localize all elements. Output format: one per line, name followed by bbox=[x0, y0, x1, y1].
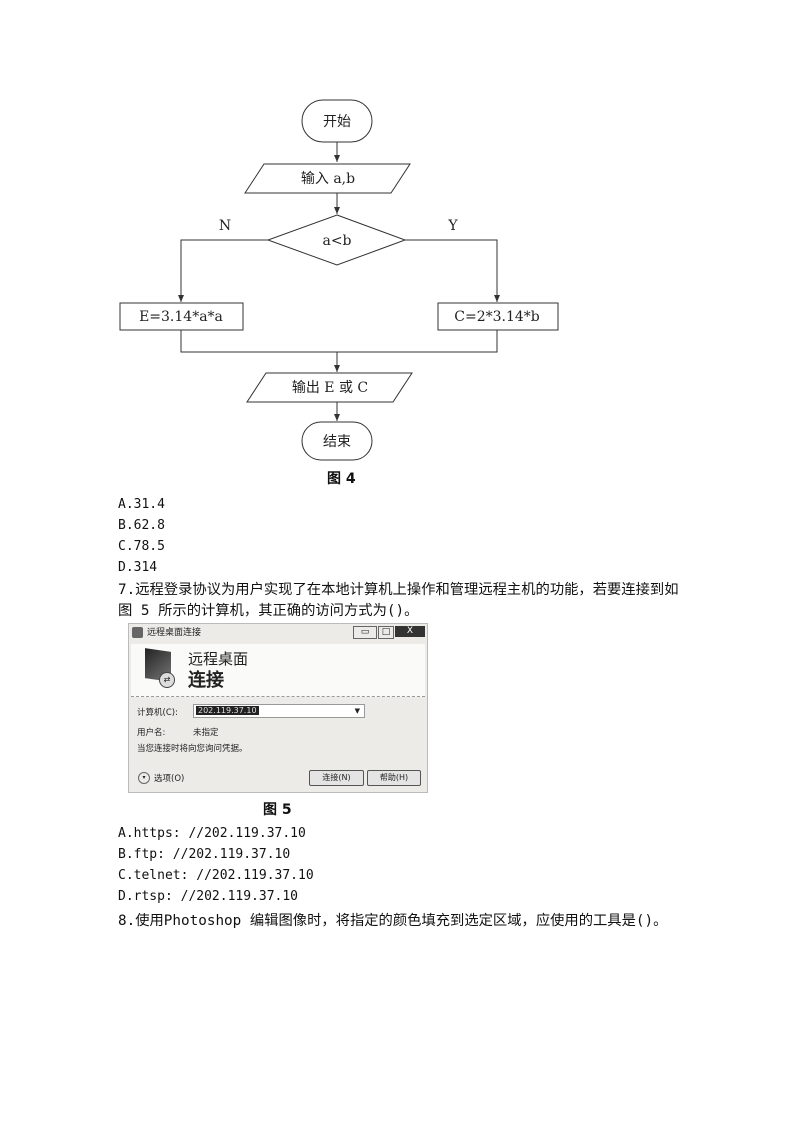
window-title: 远程桌面连接 bbox=[147, 628, 202, 638]
dialog-titlebar: 远程桌面连接 ▭ □ X bbox=[129, 624, 427, 642]
credential-note: 当您连接时将向您询问凭据。 bbox=[137, 744, 248, 754]
condition-label: a<b bbox=[322, 233, 351, 249]
dialog-banner: ⇄ 远程桌面 连接 bbox=[131, 644, 425, 697]
decision-node bbox=[266, 214, 407, 266]
yes-label: Y bbox=[447, 218, 458, 234]
end-label: 结束 bbox=[323, 434, 351, 450]
q7-option-d: D.rtsp: //202.119.37.10 bbox=[118, 889, 299, 904]
yes-branch-label: C=2*3.14*b bbox=[454, 309, 540, 325]
figure-5-caption: 图 5 bbox=[263, 802, 292, 818]
options-label: 选项(O) bbox=[154, 774, 185, 784]
maximize-button: □ bbox=[378, 626, 394, 639]
computer-label: 计算机(C): bbox=[137, 708, 178, 718]
help-button: 帮助(H) bbox=[367, 770, 421, 786]
no-label: N bbox=[219, 218, 231, 234]
figure-4-caption: 图 4 bbox=[327, 471, 356, 487]
q7-option-c: C.telnet: //202.119.37.10 bbox=[118, 868, 314, 883]
q7-option-b: B.ftp: //202.119.37.10 bbox=[118, 847, 291, 862]
flowchart-figure-4: 开始 输入 a,b a<b N Y E=3.14*a*a C=2*3.14*b … bbox=[119, 99, 559, 461]
yes-branch-node bbox=[437, 302, 559, 331]
banner-heading-1: 远程桌面 bbox=[188, 650, 249, 668]
output-label: 输出 E 或 C bbox=[292, 380, 368, 396]
no-branch-label: E=3.14*a*a bbox=[139, 309, 223, 325]
q8-question: 8.使用Photoshop 编辑图像时，将指定的颜色填充到选定区域，应使用的工具… bbox=[118, 913, 668, 929]
remote-desktop-dialog-figure: 远程桌面连接 ▭ □ X ⇄ 远程桌面 连接 计算机(C): 202.119.3… bbox=[128, 623, 428, 793]
computer-value: 202.119.37.10 bbox=[196, 706, 259, 715]
q7-question-line2: 图 5 所示的计算机，其正确的访问方式为()。 bbox=[118, 603, 419, 619]
q7-question-line1: 7.远程登录协议为用户实现了在本地计算机上操作和管理远程主机的功能，若要连接到如 bbox=[118, 582, 679, 598]
banner-heading-2: 连接 bbox=[188, 670, 224, 691]
remote-desktop-icon bbox=[132, 627, 143, 638]
user-value: 未指定 bbox=[193, 728, 219, 738]
start-label: 开始 bbox=[323, 114, 351, 130]
input-node bbox=[244, 163, 411, 194]
close-button: X bbox=[395, 626, 425, 637]
connect-arrows-icon: ⇄ bbox=[159, 672, 175, 688]
output-node bbox=[246, 372, 413, 403]
expand-options-icon: ▾ bbox=[138, 772, 150, 784]
q6-option-b: B.62.8 bbox=[118, 518, 165, 533]
computer-combobox: 202.119.37.10 ▼ bbox=[193, 704, 365, 718]
end-node bbox=[301, 421, 373, 461]
minimize-button: ▭ bbox=[353, 626, 377, 639]
q6-option-c: C.78.5 bbox=[118, 539, 165, 554]
user-label: 用户名: bbox=[137, 728, 166, 738]
input-label: 输入 a,b bbox=[301, 171, 355, 187]
q6-option-a: A.31.4 bbox=[118, 497, 165, 512]
chevron-down-icon: ▼ bbox=[354, 707, 360, 715]
q7-option-a: A.https: //202.119.37.10 bbox=[118, 826, 306, 841]
q6-option-d: D.314 bbox=[118, 560, 158, 575]
connect-button: 连接(N) bbox=[309, 770, 364, 786]
